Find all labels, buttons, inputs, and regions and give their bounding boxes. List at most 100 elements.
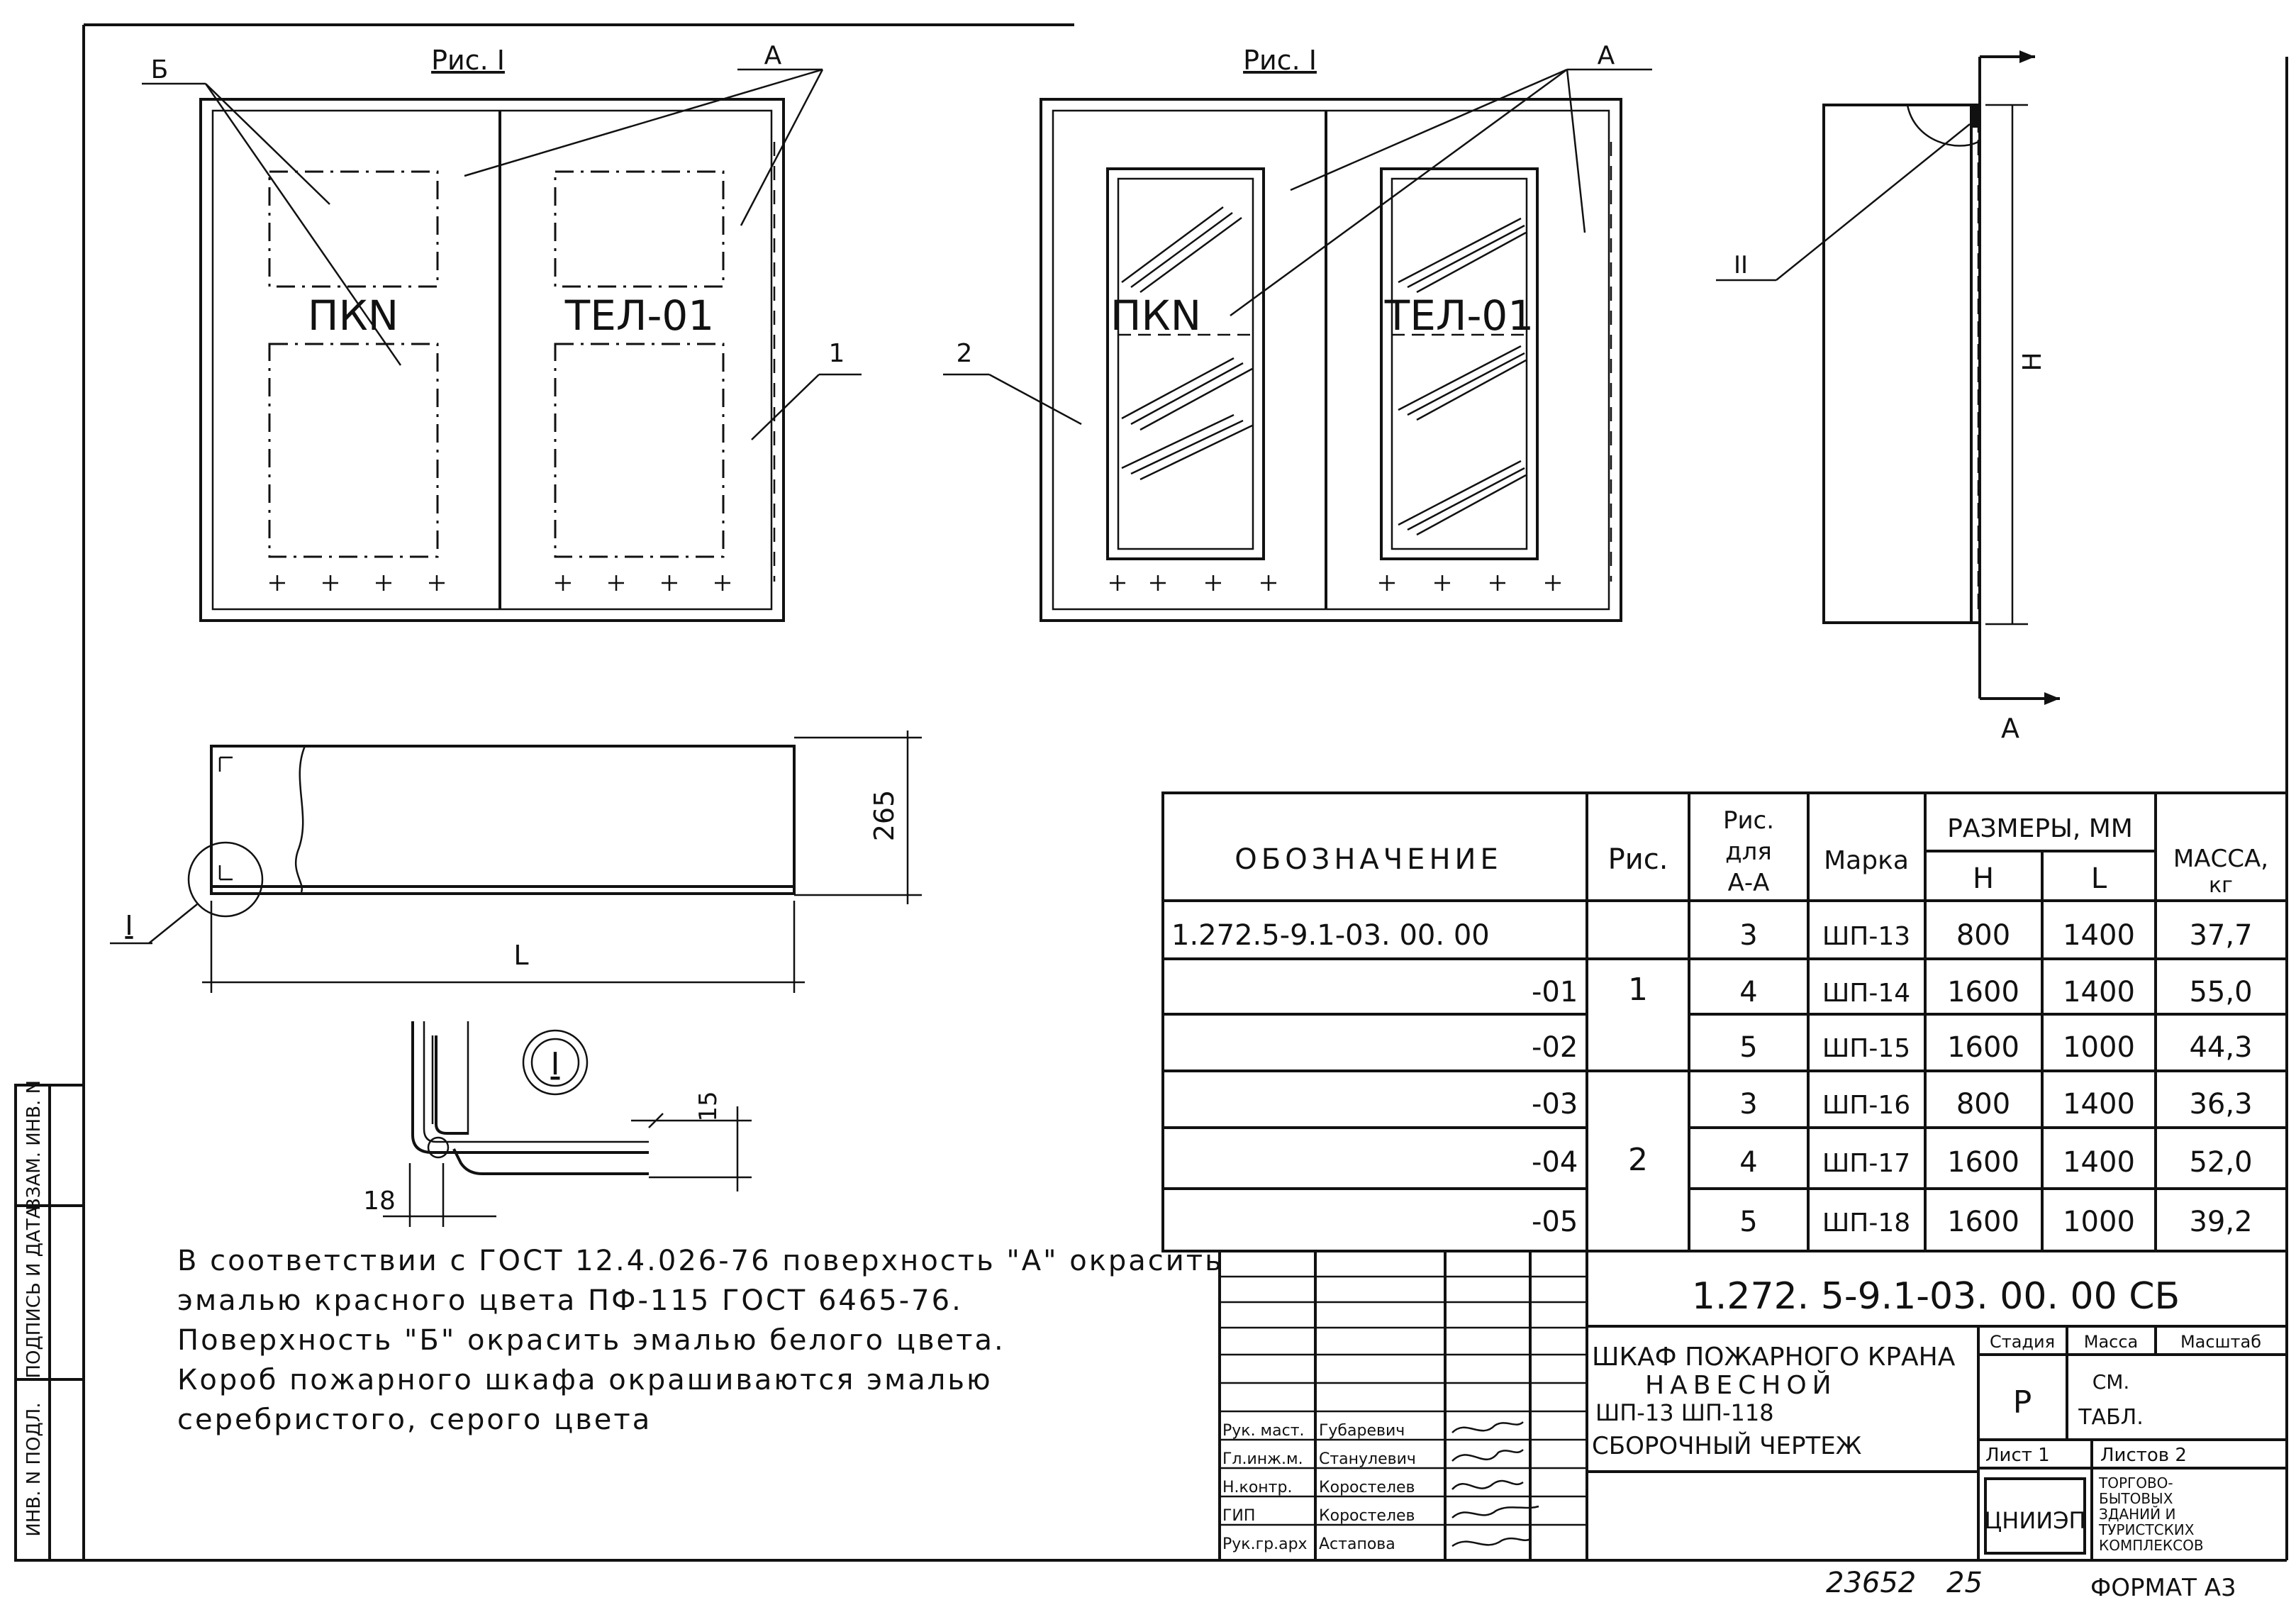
hdr-mass-2: кг [2209,873,2233,898]
mass-value-2: ТАБЛ. [2078,1405,2144,1430]
door-label-left-glazed: ПКN [1110,291,1201,340]
fig1-title: Рис. I [431,45,505,76]
table-row: -05 5 ШП-18 1600 1000 39,2 [1532,1206,2253,1238]
stage-value: Р [2013,1384,2032,1421]
mass-value-1: СМ. [2092,1370,2130,1394]
note-line: В соответствии с ГОСТ 12.4.026-76 поверх… [177,1245,1224,1277]
name-3: Коростелев [1319,1479,1415,1496]
table-row: -01 4 ШП-14 1600 1400 55,0 [1532,976,2253,1009]
org-name-4: ТУРИСТСКИХ [2098,1521,2195,1538]
row-h: 1600 [1947,976,2019,1009]
door-label-right-glazed: ТЕЛ-01 [1384,291,1534,340]
row-fig-aa: 4 [1739,976,1757,1009]
table-row: -03 3 ШП-16 800 1400 36,3 [1532,1088,2253,1121]
rivet-row-glazed [1110,575,1561,591]
footer-number: 23652 [1826,1567,1916,1599]
side-stamp-replace: ВЗАМ. ИНВ. N [23,1080,45,1211]
signatures [1451,1421,1539,1548]
hdr-dim-h: Н [1973,862,1994,895]
hdr-dim-l: L [2091,862,2107,895]
note-line: Короб пожарного шкафа окрашиваются эмаль… [177,1364,993,1396]
hdr-fig-aa-3: А-А [1728,869,1770,897]
name-1: Губаревич [1319,1422,1405,1440]
front-view-solid-doors: Рис. I ПКN ТЕЛ-01 Б А 1 [142,41,862,622]
item-2: 2 [957,339,973,368]
title-line-1: ШКАФ ПОЖАРНОГО КРАНА [1592,1343,1956,1372]
leader-a1: А [764,41,782,70]
org-name-2: БЫТОВЫХ [2099,1490,2173,1507]
role-1: Рук. маст. [1222,1422,1305,1440]
side-stamp-sign: ПОДПИСЬ И ДАТА [23,1206,45,1378]
scale-label: Масштаб [2180,1332,2261,1352]
rivet-row [269,575,730,591]
leader-b: Б [151,55,169,84]
hdr-fig: Рис. [1608,843,1668,876]
plan-view: 265 L I [110,730,922,993]
front-view-glazed-doors: Рис. I ПКN ТЕЛ-01 А 2 [943,41,1652,622]
doc-number: 1.272. 5-9.1-03. 00. 00 СБ [1692,1275,2180,1318]
leader-a-side: А [2001,713,2019,744]
row-mark: ШП-18 [1822,1209,1910,1238]
row-fig-aa: 3 [1739,1088,1757,1121]
dim-15: 15 [694,1091,723,1121]
note-line: Поверхность "Б" окрасить эмалью белого ц… [177,1324,1005,1357]
row-fig-aa: 5 [1739,1206,1757,1238]
row-designation: -02 [1532,1031,1578,1064]
title-line-4: СБОРОЧНЫЙ ЧЕРТЕЖ [1592,1431,1861,1460]
row-designation: -05 [1532,1206,1578,1238]
row-fig-aa: 4 [1739,1146,1757,1179]
note-line: серебристого, серого цвета [177,1404,652,1436]
detail-ref: I [125,910,133,941]
dim-l: L [513,940,528,971]
row-designation: -03 [1532,1088,1578,1121]
item-1: 1 [829,339,845,368]
org-name-5: КОМПЛЕКСОВ [2099,1537,2204,1554]
footer: 23652 25 ФОРМАТ А3 [1826,1567,2236,1600]
spec-table: ОБОЗНАЧЕНИЕ Рис. Рис. для А-А Марка РАЗМ… [1161,791,2288,1252]
fig2-title: Рис. I [1243,45,1317,76]
role-4: ГИП [1222,1507,1255,1525]
glass-hatch [1121,206,1527,536]
table-row: -04 4 ШП-17 1600 1400 52,0 [1532,1146,2253,1179]
row-l: 1400 [2063,976,2135,1009]
side-stamp-inv: ИНВ. N ПОДЛ. [23,1402,45,1536]
title-line-2: НАВЕСНОЙ [1645,1370,1837,1400]
row-mass: 36,3 [2189,1088,2252,1121]
role-2: Гл.инж.м. [1222,1450,1303,1468]
detail-i: 15 18 I [363,1021,752,1227]
footer-format: ФОРМАТ А3 [2090,1574,2236,1600]
footer-page: 25 [1946,1567,1983,1599]
row-h: 800 [1956,919,2010,952]
hdr-dims: РАЗМЕРЫ, ММ [1947,814,2133,843]
notes: В соответствии с ГОСТ 12.4.026-76 поверх… [177,1241,1224,1440]
row-fig-aa: 5 [1739,1031,1757,1064]
row-h: 1600 [1947,1031,2019,1064]
org-name-3: ЗДАНИЙ И [2099,1506,2175,1523]
detail-mark: I [551,1046,560,1082]
name-5: Астапова [1319,1535,1395,1553]
sheet-label: Лист 1 [1985,1445,2050,1466]
name-2: Станулевич [1319,1450,1416,1468]
stage-label: Стадия [1990,1332,2055,1352]
row-designation: 1.272.5-9.1-03. 00. 00 [1171,919,1490,952]
row-mass: 44,3 [2189,1031,2252,1064]
row-l: 1400 [2063,919,2135,952]
fig-group-2: 2 [1628,1142,1648,1178]
hdr-mass-1: МАССА, [2173,845,2268,873]
table-row: -02 5 ШП-15 1600 1000 44,3 [1532,1031,2253,1064]
row-mark: ШП-17 [1822,1149,1910,1178]
title-line-3: ШП-13 ШП-118 [1595,1399,1774,1426]
dim-18: 18 [363,1187,396,1216]
row-h: 800 [1956,1088,2010,1121]
row-designation: -01 [1532,976,1578,1009]
item-ii: II [1734,251,1748,279]
role-3: Н.контр. [1222,1479,1292,1496]
side-view: А Н II [1716,50,2060,744]
row-mass: 39,2 [2189,1206,2252,1238]
title-block: 1.272. 5-9.1-03. 00. 00 СБ ШКАФ ПОЖАРНОГ… [1218,1251,2287,1560]
sheets-label: Листов 2 [2100,1445,2187,1466]
name-4: Коростелев [1319,1507,1415,1525]
mass-label: Масса [2084,1332,2139,1352]
role-5: Рук.гр.арх [1222,1535,1308,1553]
